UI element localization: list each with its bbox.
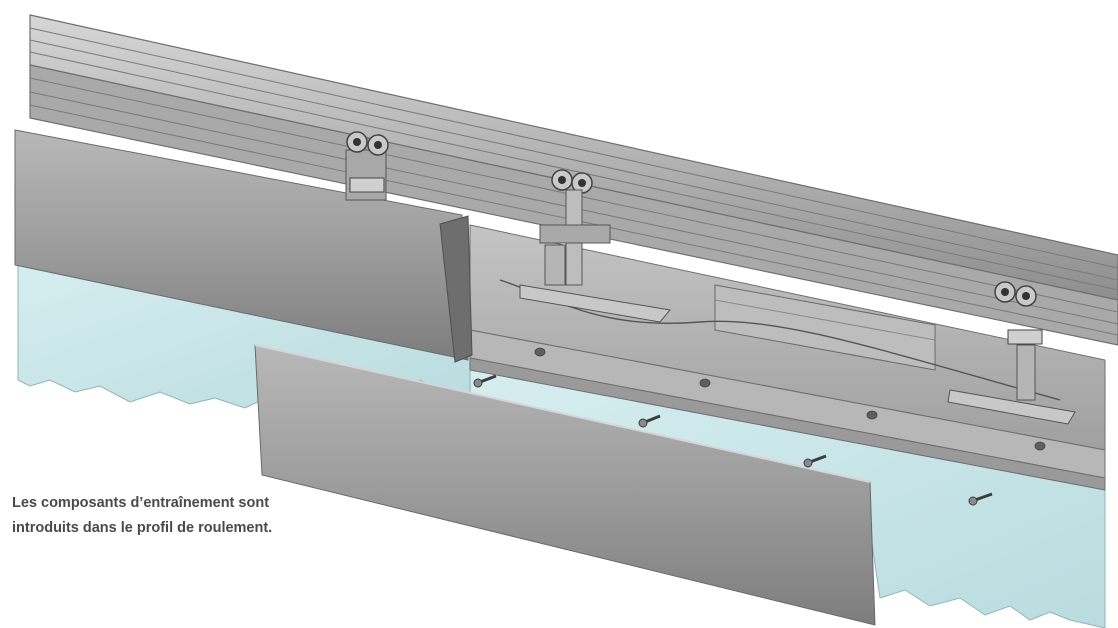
drive-unit (714, 284, 936, 371)
cover-panel-left (14, 129, 469, 361)
cover-panel-left-endcap (439, 215, 473, 363)
fixing-screw-1 (473, 374, 497, 388)
fixing-screw-3 (803, 454, 827, 468)
figure-caption: Les composants d’entraînement sont intro… (12, 491, 352, 541)
profile-holes (534, 347, 1046, 451)
carriage-middle (519, 169, 671, 323)
carriage-left (345, 131, 389, 201)
carriage-right (947, 281, 1076, 425)
track-bottom-edge (469, 357, 1106, 491)
fixing-screw-4 (968, 492, 993, 506)
fixing-screw-2 (638, 414, 661, 428)
track-profile-top (29, 14, 1118, 301)
fixing-screws (473, 374, 993, 506)
caption-line-2: introduits dans le profil de roulement. (12, 520, 273, 536)
caption-line-1: Les composants d’entraînement sont (12, 495, 270, 511)
